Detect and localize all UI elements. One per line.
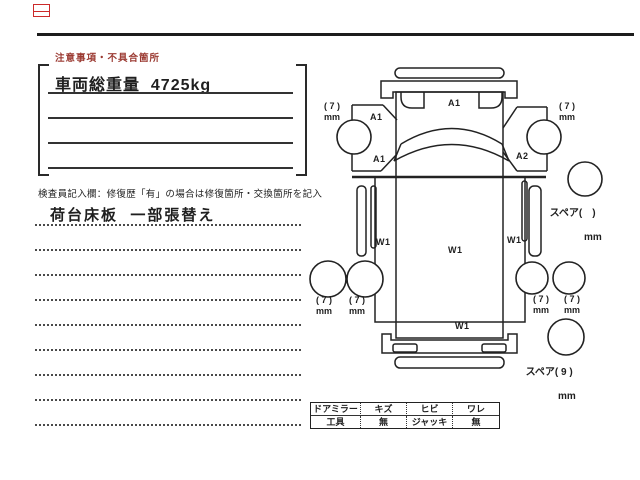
notes-writing-line (48, 92, 293, 94)
tire-depth-unit: mm (558, 112, 575, 122)
wheel-rear-left-outer (309, 260, 347, 298)
table-cell: 工具 (311, 416, 361, 428)
pillar-lines-left (380, 104, 398, 172)
cab-corner-left (400, 92, 425, 109)
tire-depth-rear-left-outer: ( 7 ) mm (309, 295, 339, 317)
dotted-writing-line (35, 324, 301, 326)
panel-code-bed-rear: W1 (455, 321, 470, 331)
spare-rear-label: スペア( 9 ) mm (520, 355, 576, 415)
inspector-caption: 検査員記入欄：修復歴「有」の場合は修復箇所・交換箇所を記入 (38, 189, 323, 200)
wheel-front-right (526, 119, 562, 155)
panel-code-front-left-upper: A1 (370, 112, 383, 122)
tire-depth-value: ( 7 ) (558, 101, 575, 111)
tire-depth-value: ( 7 ) (315, 295, 332, 305)
spare-label-text: スペア (549, 208, 579, 219)
spare-label-text: スペア (525, 367, 555, 378)
top-divider-line (37, 33, 634, 36)
tire-depth-value: ( 7 ) (532, 294, 549, 304)
side-guard-left (356, 185, 367, 257)
side-rail-left (370, 185, 377, 249)
rear-frame (381, 333, 518, 354)
tire-depth-rear-right-inner: ( 7 ) mm (526, 294, 556, 316)
panel-code-front-right-lower: A2 (516, 151, 529, 161)
dotted-writing-line (35, 399, 301, 401)
side-rail-right (521, 180, 528, 242)
spare-front-label: スペア( ) mm (544, 196, 602, 256)
panel-code-front-left-lower: A1 (373, 154, 386, 164)
tire-depth-unit: mm (323, 112, 340, 122)
chassis-body (395, 91, 504, 339)
tire-depth-unit: mm (315, 306, 332, 316)
tire-depth-unit: mm (532, 305, 549, 315)
notes-writing-line (48, 167, 293, 169)
windshield (393, 127, 510, 162)
cab-corner-right (478, 92, 503, 109)
taillight-left (392, 343, 418, 353)
notes-bracket-right (296, 64, 307, 176)
fender-right (502, 106, 548, 172)
table-cell: ワレ (453, 403, 499, 416)
front-bumper-bar (394, 67, 505, 79)
red-stamp-icon (33, 4, 50, 17)
dotted-writing-line (35, 249, 301, 251)
tire-depth-unit: mm (563, 305, 580, 315)
tire-depth-front-right: ( 7 ) mm (552, 101, 582, 123)
tire-depth-value: ( 7 ) (563, 294, 580, 304)
condition-table: ドアミラー キズ ヒビ ワレ 工具 無 ジャッキ 無 (310, 402, 500, 429)
side-guard-right (528, 185, 542, 257)
wheel-rear-left-inner (346, 260, 384, 298)
spare-depth-unit: mm (558, 391, 576, 402)
taillight-right (481, 343, 507, 353)
panel-code-cab-top: A1 (448, 98, 461, 108)
table-cell: 無 (471, 417, 481, 427)
table-cell: ジャッキ (407, 416, 453, 428)
notes-writing-line (48, 117, 293, 119)
spare-tire-rear (547, 318, 585, 356)
wheel-front-left (336, 119, 372, 155)
front-panel (380, 80, 518, 99)
tire-depth-rear-left-inner: ( 7 ) mm (342, 295, 372, 317)
panel-code-bed-right: W1 (507, 235, 522, 245)
wheel-rear-right-inner (515, 261, 549, 295)
spare-depth-unit: mm (584, 232, 602, 243)
dotted-writing-line (35, 299, 301, 301)
spare-depth-value: ( ) (578, 208, 596, 219)
notes-bracket-left (38, 64, 49, 176)
table-cell: ヒビ (407, 403, 453, 416)
tire-depth-value: ( 7 ) (323, 101, 340, 111)
tire-depth-front-left: ( 7 ) mm (317, 101, 347, 123)
spare-depth-value: ( 9 ) (554, 367, 573, 378)
tire-depth-value: ( 7 ) (348, 295, 365, 305)
cargo-bed (374, 176, 526, 323)
truck-top-view-diagram (309, 67, 603, 369)
dotted-writing-line (35, 224, 301, 226)
dotted-writing-line (35, 349, 301, 351)
rear-bumper-bar (394, 356, 505, 369)
wheel-rear-right-outer (552, 261, 586, 295)
tire-depth-rear-right-outer: ( 7 ) mm (557, 294, 587, 316)
dotted-writing-line (35, 274, 301, 276)
repair-note-text: 荷台床板 一部張替え (50, 207, 216, 224)
gross-weight-text: 車両総重量 4725kg (55, 77, 212, 94)
notes-writing-line (48, 142, 293, 144)
spare-tire-front (567, 161, 603, 197)
notes-section-title: 注意事項・不具合箇所 (55, 53, 161, 64)
dotted-writing-line (35, 374, 301, 376)
table-cell: ドアミラー (311, 403, 361, 416)
dotted-writing-line (35, 424, 301, 426)
table-cell: 無 (361, 416, 407, 428)
panel-code-bed-center: W1 (448, 245, 463, 255)
table-cell: キズ (361, 403, 407, 416)
tire-depth-unit: mm (348, 306, 365, 316)
panel-code-bed-left: W1 (376, 237, 391, 247)
